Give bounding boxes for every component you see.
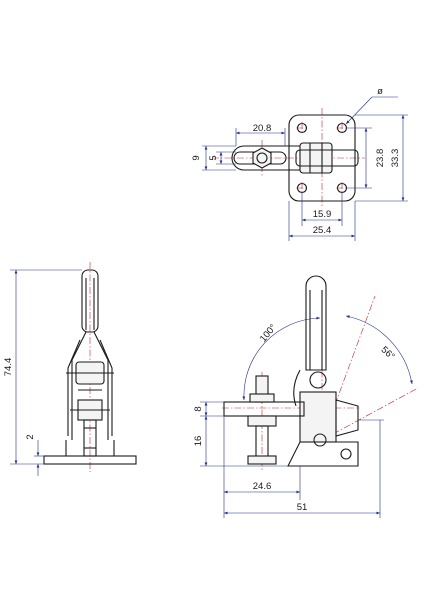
side-linkage-arms <box>71 331 109 440</box>
dim-label-25-4: 25.4 <box>313 225 332 236</box>
front-base-rivet <box>340 448 352 460</box>
side-handle-grip <box>81 269 99 333</box>
top-handle <box>295 149 359 167</box>
dim-label-15-9: 15.9 <box>313 209 332 220</box>
top-arm-slot <box>233 151 287 165</box>
top-base-plate <box>288 114 356 202</box>
front-upper-pivot <box>309 371 327 389</box>
dim-label-phi: ø <box>377 86 383 97</box>
dim-label-24-6: 24.6 <box>253 481 272 492</box>
front-view: 100° 56° 8 16 24.6 <box>193 275 419 518</box>
dim-label-33-3: 33.3 <box>390 149 401 168</box>
top-view: 20.8 9 5 ø 23.8 33.3 15.9 25.4 <box>191 86 408 241</box>
dim-label-9: 9 <box>191 155 202 160</box>
top-hex-nut <box>252 147 272 169</box>
dim-label-8: 8 <box>193 406 204 411</box>
front-handle <box>305 275 327 371</box>
front-upper-nut <box>249 393 275 403</box>
front-clamp-body <box>299 391 337 443</box>
dim-label-16: 16 <box>193 436 204 447</box>
angle-label-56: 56° <box>379 344 397 362</box>
front-clamp-bar <box>223 401 305 417</box>
arc-56-degree <box>345 315 413 385</box>
dim-label-23-8: 23.8 <box>375 149 386 168</box>
arc-100-degree <box>242 316 321 401</box>
front-lower-pivot <box>313 433 327 447</box>
top-hinge-block <box>299 142 333 174</box>
front-lower-nut <box>247 415 277 427</box>
side-view: 74.4 2 <box>3 262 137 476</box>
front-hinge-bracket <box>335 399 359 437</box>
top-clamp-arm <box>231 145 323 171</box>
dim-label-51: 51 <box>297 502 308 513</box>
dim-label-74-4: 74.4 <box>3 358 14 377</box>
side-base-plate <box>43 455 137 465</box>
front-spindle-pad <box>247 455 277 465</box>
dim-label-2: 2 <box>25 434 36 439</box>
front-base <box>287 441 359 467</box>
dim-label-5: 5 <box>208 155 219 160</box>
dim-label-20-8: 20.8 <box>253 123 272 134</box>
top-spindle <box>256 152 268 164</box>
